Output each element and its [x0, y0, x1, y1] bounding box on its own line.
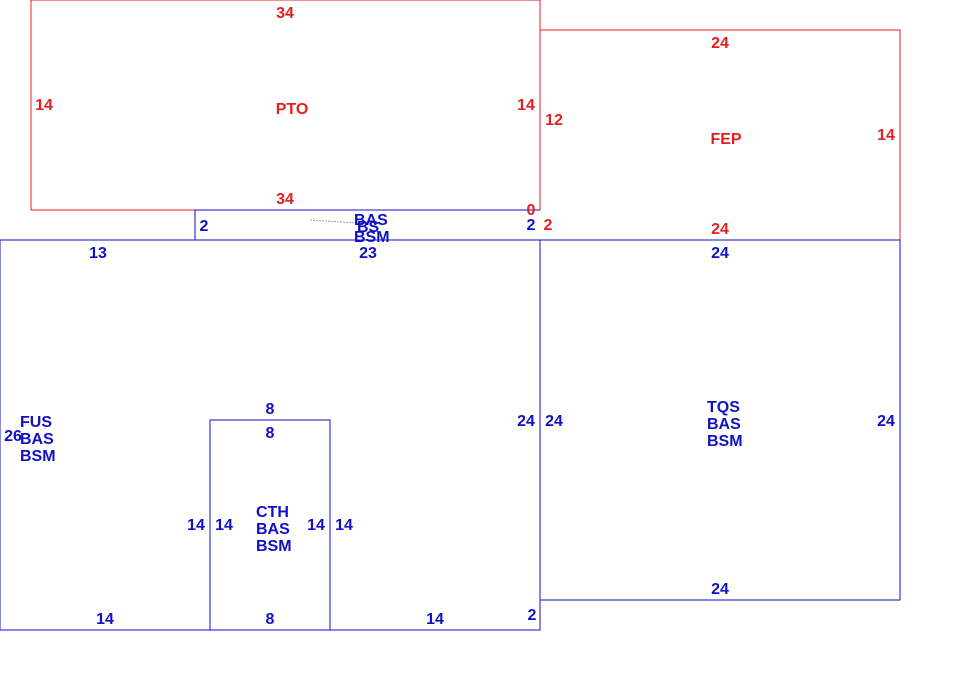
- tqs-code-1: TQS: [707, 399, 740, 416]
- fep-code: FEP: [710, 131, 741, 148]
- connector-code-3: BSM: [354, 229, 390, 246]
- pto-right-dimension: 14: [517, 97, 535, 114]
- connector-outline: [194, 209, 540, 240]
- cth-right-inner-dimension: 14: [307, 517, 325, 534]
- cth-code-2: BAS: [256, 521, 290, 538]
- tqs-top-dimension: 24: [711, 245, 729, 262]
- fep-right-dimension: 14: [877, 127, 895, 144]
- cth-code-3: BSM: [256, 538, 292, 555]
- cth-code-1: CTH: [256, 504, 289, 521]
- tqs-left-dimension: 24: [545, 413, 563, 430]
- fus-bottom-left-dimension: 14: [96, 611, 114, 628]
- fus-step-dimension: 2: [528, 607, 537, 624]
- fus-bottom-right-dimension: 14: [426, 611, 444, 628]
- label-leader-line: [309, 219, 357, 224]
- fus-right-dimension: 24: [517, 413, 535, 430]
- cth-right-outer-dimension: 14: [335, 517, 353, 534]
- connector-bottom-dimension: 23: [359, 245, 377, 262]
- connector-code-1: BAS: [354, 212, 388, 229]
- pto-bottom-dimension: 34: [276, 191, 294, 208]
- cth-left-outer-dimension: 14: [187, 517, 205, 534]
- tqs-code-2: BAS: [707, 416, 741, 433]
- fus-code-1: FUS: [20, 414, 52, 431]
- pto-left-dimension: 14: [35, 97, 53, 114]
- tqs-bottom-dimension: 24: [711, 581, 729, 598]
- tqs-code-3: BSM: [707, 433, 743, 450]
- cth-top-outer-dimension: 8: [266, 401, 275, 418]
- cth-outline: [209, 419, 331, 630]
- fus-top-dimension: 13: [89, 245, 107, 262]
- cth-top-inner-dimension: 8: [266, 425, 275, 442]
- fep-top-dimension: 24: [711, 35, 729, 52]
- tqs-right-dimension: 24: [877, 413, 895, 430]
- fus-left-dimension: 26: [4, 428, 22, 445]
- cth-left-inner-dimension: 14: [215, 517, 233, 534]
- fep-outline: [540, 29, 901, 240]
- connector-corner-dimension: 0: [527, 202, 536, 219]
- connector-right-dimension: 2: [527, 217, 536, 234]
- fep-left-dimension: 12: [545, 112, 563, 129]
- connector-right-outer-dimension: 2: [544, 217, 553, 234]
- pto-code: PTO: [276, 101, 309, 118]
- pto-top-dimension: 34: [276, 5, 294, 22]
- fus-code-3: BSM: [20, 448, 56, 465]
- connector-left-dimension: 2: [200, 218, 209, 235]
- connector-code-2: BS: [357, 219, 380, 236]
- fus-outline: [0, 239, 901, 631]
- fus-code-2: BAS: [20, 431, 54, 448]
- fep-bottom-dimension: 24: [711, 221, 729, 238]
- cth-bottom-dimension: 8: [266, 611, 275, 628]
